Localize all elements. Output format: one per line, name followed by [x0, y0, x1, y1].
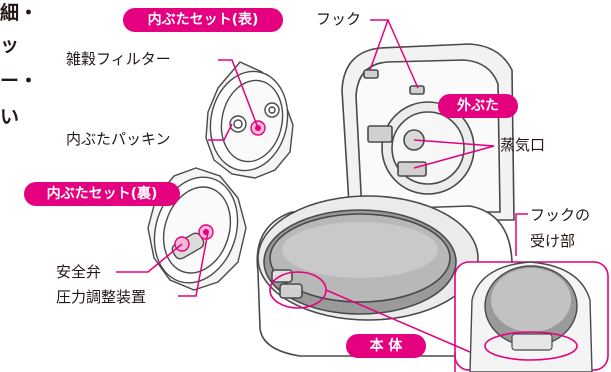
cropped-side-text: ッ [0, 34, 20, 56]
label-packing: 内ぶたパッキン [66, 130, 171, 148]
badge-main-body: 本 体 [346, 334, 426, 358]
label-hook-receiver-line2: 受け部 [530, 232, 576, 250]
cropped-side-text: い [0, 106, 20, 128]
inner-lid-front-illustration [205, 61, 294, 179]
cropped-side-text: 細・ [0, 2, 39, 24]
label-hook: フック [316, 10, 362, 28]
badge-outer-lid: 外ぶた [438, 94, 518, 118]
label-pressure-device: 圧力調整装置 [56, 288, 147, 306]
cropped-side-text: ー・ [0, 70, 39, 92]
label-hook-receiver-line1: フックの [530, 206, 591, 224]
badge-inner-lid-front: 内ぶたセット(表) [123, 8, 283, 32]
label-filter: 雑穀フィルター [66, 50, 171, 68]
label-steam-vent: 蒸気口 [500, 136, 546, 154]
badge-inner-lid-back: 内ぶたセット(裏) [24, 182, 180, 206]
zoom-inset-illustration [454, 261, 609, 372]
leader-lines [116, 19, 528, 372]
label-safety-valve: 安全弁 [56, 263, 102, 281]
